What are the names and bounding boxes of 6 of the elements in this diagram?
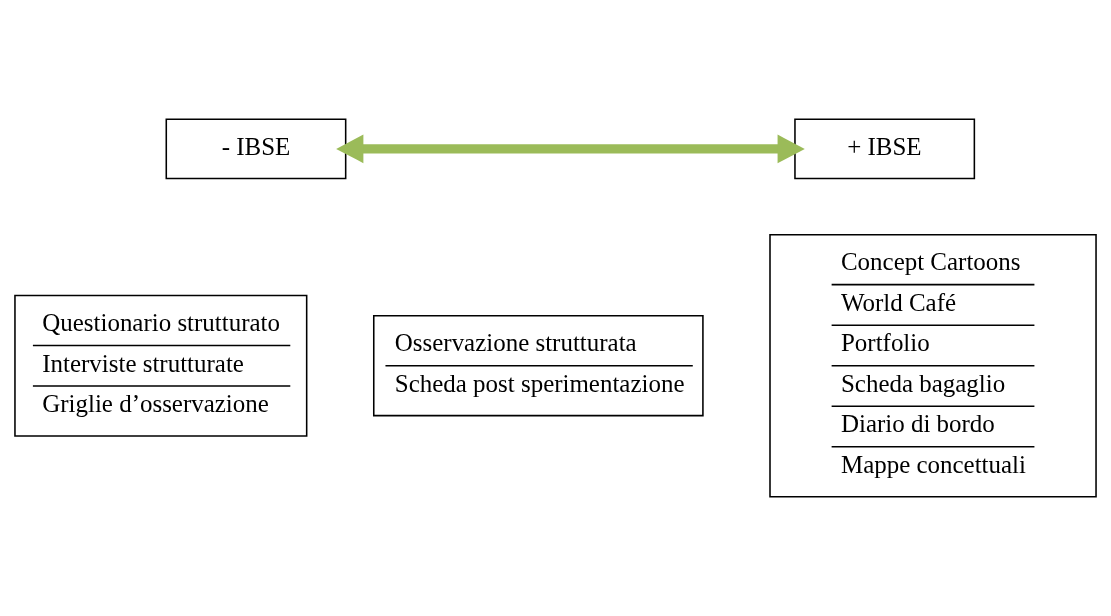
- node-box: - IBSE: [165, 118, 347, 180]
- node-box: Concept Cartoons World Café Portfolio Scheda bagaglio Diario di bordo Mappe concettuali: [769, 233, 1097, 498]
- node-box: + IBSE: [794, 118, 976, 180]
- node-box: Osservazione strutturata Scheda post sperimentazione: [373, 315, 704, 417]
- arrow: [336, 134, 805, 164]
- node-box: Questionario strutturato Interviste strutturate Griglie d’osservazione: [14, 294, 308, 437]
